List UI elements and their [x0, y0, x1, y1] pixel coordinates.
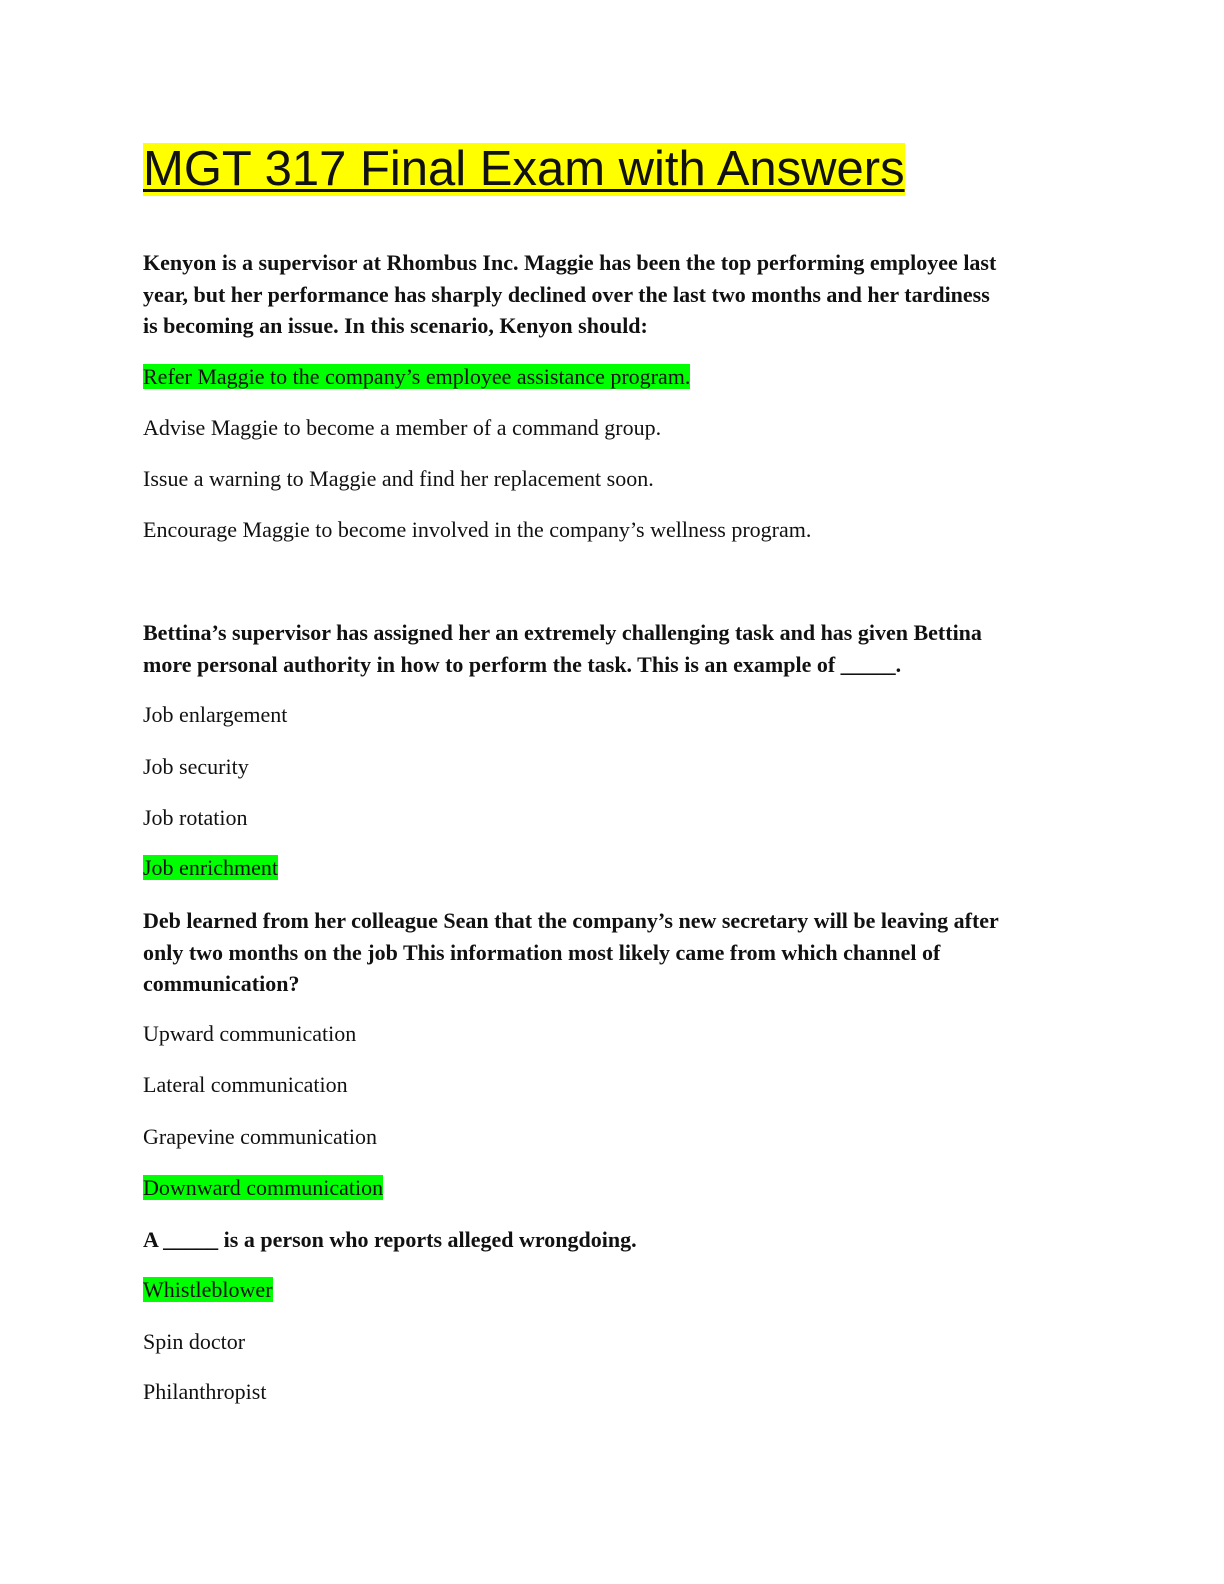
question-3: Deb learned from her colleague Sean that…	[143, 905, 999, 1000]
answer-option: Lateral communication	[143, 1072, 348, 1097]
answer-option: Spin doctor	[143, 1329, 246, 1354]
answer-option: Grapevine communication	[143, 1124, 377, 1149]
question-line: more personal authority in how to perfor…	[143, 651, 902, 677]
answer-option: Advise Maggie to become a member of a co…	[143, 415, 662, 440]
question-2: Bettina’s supervisor has assigned her an…	[143, 617, 982, 680]
question-line: A _____ is a person who reports alleged …	[143, 1227, 637, 1252]
answer-option: Philanthropist	[143, 1379, 267, 1404]
question-line: communication?	[143, 971, 300, 996]
question-line: only two months on the job This informat…	[143, 939, 941, 965]
answer-option: Upward communication	[143, 1021, 357, 1046]
answer-option: Job enlargement	[143, 702, 288, 727]
answer-option: Issue a warning to Maggie and find her r…	[143, 466, 654, 491]
correct-answer-option: Refer Maggie to the company’s employee a…	[143, 364, 691, 389]
answer-option: Job rotation	[143, 805, 248, 830]
question-4: A _____ is a person who reports alleged …	[143, 1224, 637, 1256]
correct-answer-option: Job enrichment	[143, 855, 279, 880]
question-line: Kenyon is a supervisor at Rhombus Inc. M…	[143, 250, 997, 275]
question-1: Kenyon is a supervisor at Rhombus Inc. M…	[143, 247, 996, 342]
question-line: Deb learned from her colleague Sean that…	[143, 908, 999, 933]
document-title: MGT 317 Final Exam with Answers	[143, 142, 905, 196]
question-line: year, but her performance has sharply de…	[143, 281, 990, 307]
question-line: is becoming an issue. In this scenario, …	[143, 313, 648, 338]
answer-option: Job security	[143, 754, 249, 779]
question-line: Bettina’s supervisor has assigned her an…	[143, 620, 982, 645]
answer-option: Encourage Maggie to become involved in t…	[143, 517, 812, 542]
correct-answer-option: Downward communication	[143, 1175, 384, 1200]
correct-answer-option: Whistleblower	[143, 1277, 273, 1302]
